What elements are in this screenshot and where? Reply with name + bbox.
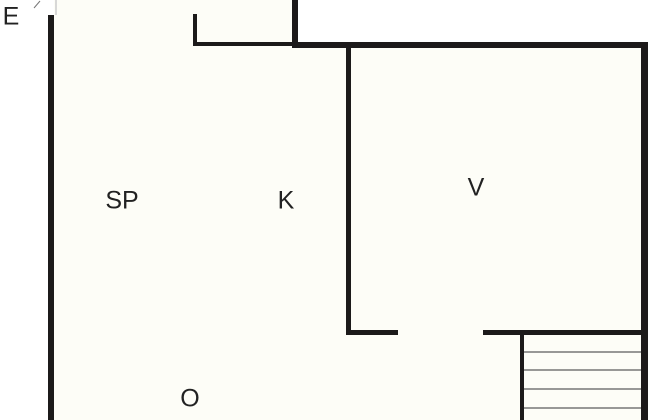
living-wall-bottom-left xyxy=(346,330,398,335)
door-mark xyxy=(33,0,41,9)
wall-left xyxy=(48,15,54,420)
wall-right xyxy=(641,42,648,420)
stairs xyxy=(524,351,641,409)
living-wall-bottom-right xyxy=(483,330,645,335)
room-label-other: O xyxy=(180,384,200,413)
room-label-kitchen: K xyxy=(277,186,295,215)
closet-wall-vertical xyxy=(193,14,197,46)
living-wall-left xyxy=(346,47,351,335)
room-label-sleeping: SP xyxy=(105,186,139,215)
room-label-living: V xyxy=(467,173,485,202)
room-label-entrance: E xyxy=(2,2,20,31)
closet-wall-horizontal xyxy=(193,42,297,46)
stair-wall xyxy=(520,333,524,420)
wall-top-vertical xyxy=(292,0,298,47)
wall-top xyxy=(292,42,648,48)
walls xyxy=(48,0,648,420)
